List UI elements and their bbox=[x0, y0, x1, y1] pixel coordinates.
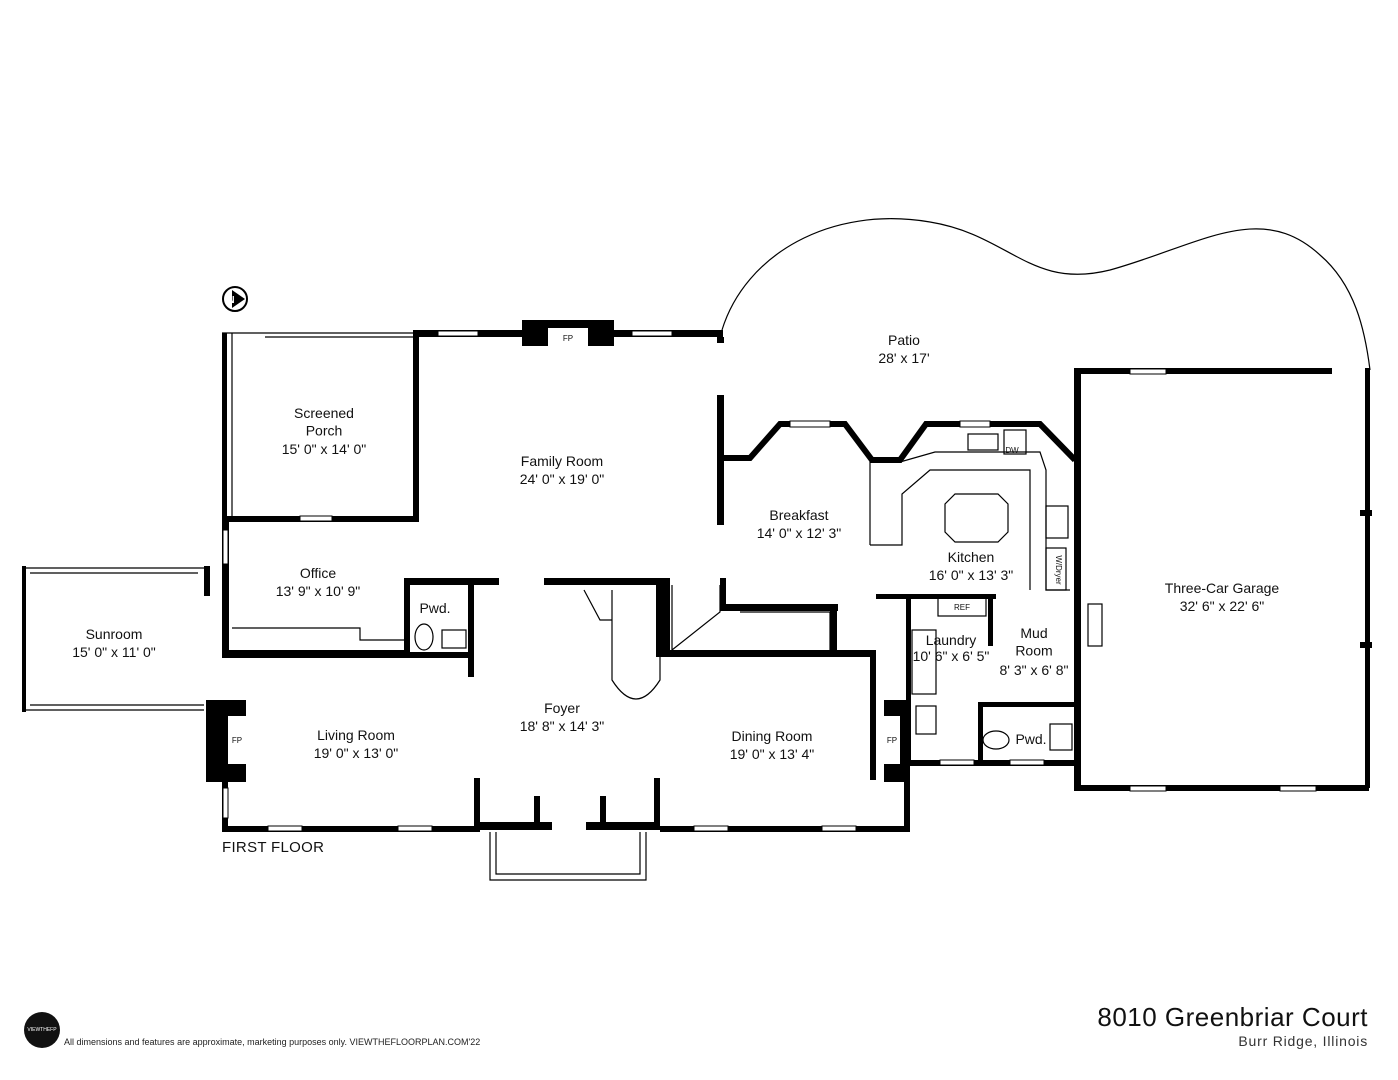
room-dims: 28' x 17' bbox=[878, 350, 929, 366]
room-dims: 19' 0" x 13' 0" bbox=[314, 745, 399, 761]
room-laundry: Laundry 10' 6" x 6' 5" bbox=[913, 632, 990, 664]
service-walls bbox=[876, 594, 1076, 766]
room-dims: 15' 0" x 14' 0" bbox=[282, 441, 367, 457]
kitchen-counters bbox=[869, 429, 1070, 591]
room-breakfast: Breakfast 14' 0" x 12' 3" bbox=[757, 507, 842, 541]
fireplace-label-family: FP bbox=[563, 334, 573, 343]
washer-dryer-label: W/Dryer bbox=[1054, 555, 1063, 585]
room-powder-2: Pwd. bbox=[1015, 731, 1046, 747]
patio-outline bbox=[721, 218, 1371, 371]
disclaimer-text: All dimensions and features are approxim… bbox=[64, 1037, 481, 1047]
room-name: Pwd. bbox=[419, 600, 450, 616]
room-kitchen: Kitchen 16' 0" x 13' 3" bbox=[929, 549, 1014, 583]
room-sunroom: Sunroom 15' 0" x 11' 0" bbox=[72, 626, 156, 660]
room-name: Office bbox=[300, 565, 337, 581]
room-name: Breakfast bbox=[769, 507, 828, 523]
room-dims: 18' 8" x 14' 3" bbox=[520, 718, 605, 734]
room-dims: 10' 6" x 6' 5" bbox=[913, 648, 990, 664]
dishwasher-label: DW bbox=[1005, 446, 1019, 455]
living-room-walls bbox=[206, 652, 480, 832]
room-dims: 13' 9" x 10' 9" bbox=[276, 583, 361, 599]
property-city: Burr Ridge, Illinois bbox=[1238, 1033, 1368, 1049]
room-name: Family Room bbox=[521, 453, 603, 469]
fireplace-label-living: FP bbox=[232, 736, 242, 745]
room-dims: 19' 0" x 13' 4" bbox=[730, 746, 815, 762]
compass-icon: N bbox=[222, 286, 248, 312]
brand-logo: VIEWTHEFP bbox=[24, 1012, 60, 1048]
floor-label: FIRST FLOOR bbox=[222, 839, 325, 856]
screened-porch-walls bbox=[222, 332, 419, 525]
room-name: Pwd. bbox=[1015, 731, 1046, 747]
room-dims: 15' 0" x 11' 0" bbox=[72, 644, 156, 660]
room-name: Living Room bbox=[317, 727, 395, 743]
refrigerator-label: REF bbox=[954, 603, 970, 612]
room-powder-1: Pwd. bbox=[419, 600, 450, 616]
sunroom-walls bbox=[22, 566, 210, 712]
room-dims: 24' 0" x 19' 0" bbox=[520, 471, 605, 487]
property-address: 8010 Greenbriar Court bbox=[1097, 1002, 1368, 1032]
family-room-walls bbox=[413, 320, 724, 525]
room-patio: Patio 28' x 17' bbox=[878, 332, 929, 366]
room-garage: Three-Car Garage 32' 6" x 22' 6" bbox=[1165, 580, 1280, 614]
room-dims: 32' 6" x 22' 6" bbox=[1180, 598, 1265, 614]
room-dims: 8' 3" x 6' 8" bbox=[1000, 662, 1069, 678]
room-dining-room: Dining Room 19' 0" x 13' 4" bbox=[730, 728, 815, 762]
room-name: Patio bbox=[888, 332, 920, 348]
room-name: Dining Room bbox=[732, 728, 813, 744]
garage-walls bbox=[1074, 368, 1372, 792]
room-foyer: Foyer 18' 8" x 14' 3" bbox=[520, 700, 605, 734]
room-dims: 16' 0" x 13' 3" bbox=[929, 567, 1014, 583]
room-living-room: Living Room 19' 0" x 13' 0" bbox=[314, 727, 399, 761]
room-name: Foyer bbox=[544, 700, 580, 716]
room-dims: 14' 0" x 12' 3" bbox=[757, 525, 842, 541]
compass-label: N bbox=[227, 295, 234, 306]
room-family-room: Family Room 24' 0" x 19' 0" bbox=[520, 453, 605, 487]
fireplace-label-dining: FP bbox=[887, 736, 897, 745]
room-name: Kitchen bbox=[948, 549, 995, 565]
room-name: Sunroom bbox=[86, 626, 143, 642]
foyer-walls bbox=[474, 578, 870, 881]
room-name: Three-Car Garage bbox=[1165, 580, 1280, 596]
room-name: Laundry bbox=[926, 632, 977, 648]
dining-room-walls bbox=[660, 650, 910, 832]
breakfast-bay-walls bbox=[724, 420, 1078, 463]
room-office: Office 13' 9" x 10' 9" bbox=[276, 565, 361, 599]
